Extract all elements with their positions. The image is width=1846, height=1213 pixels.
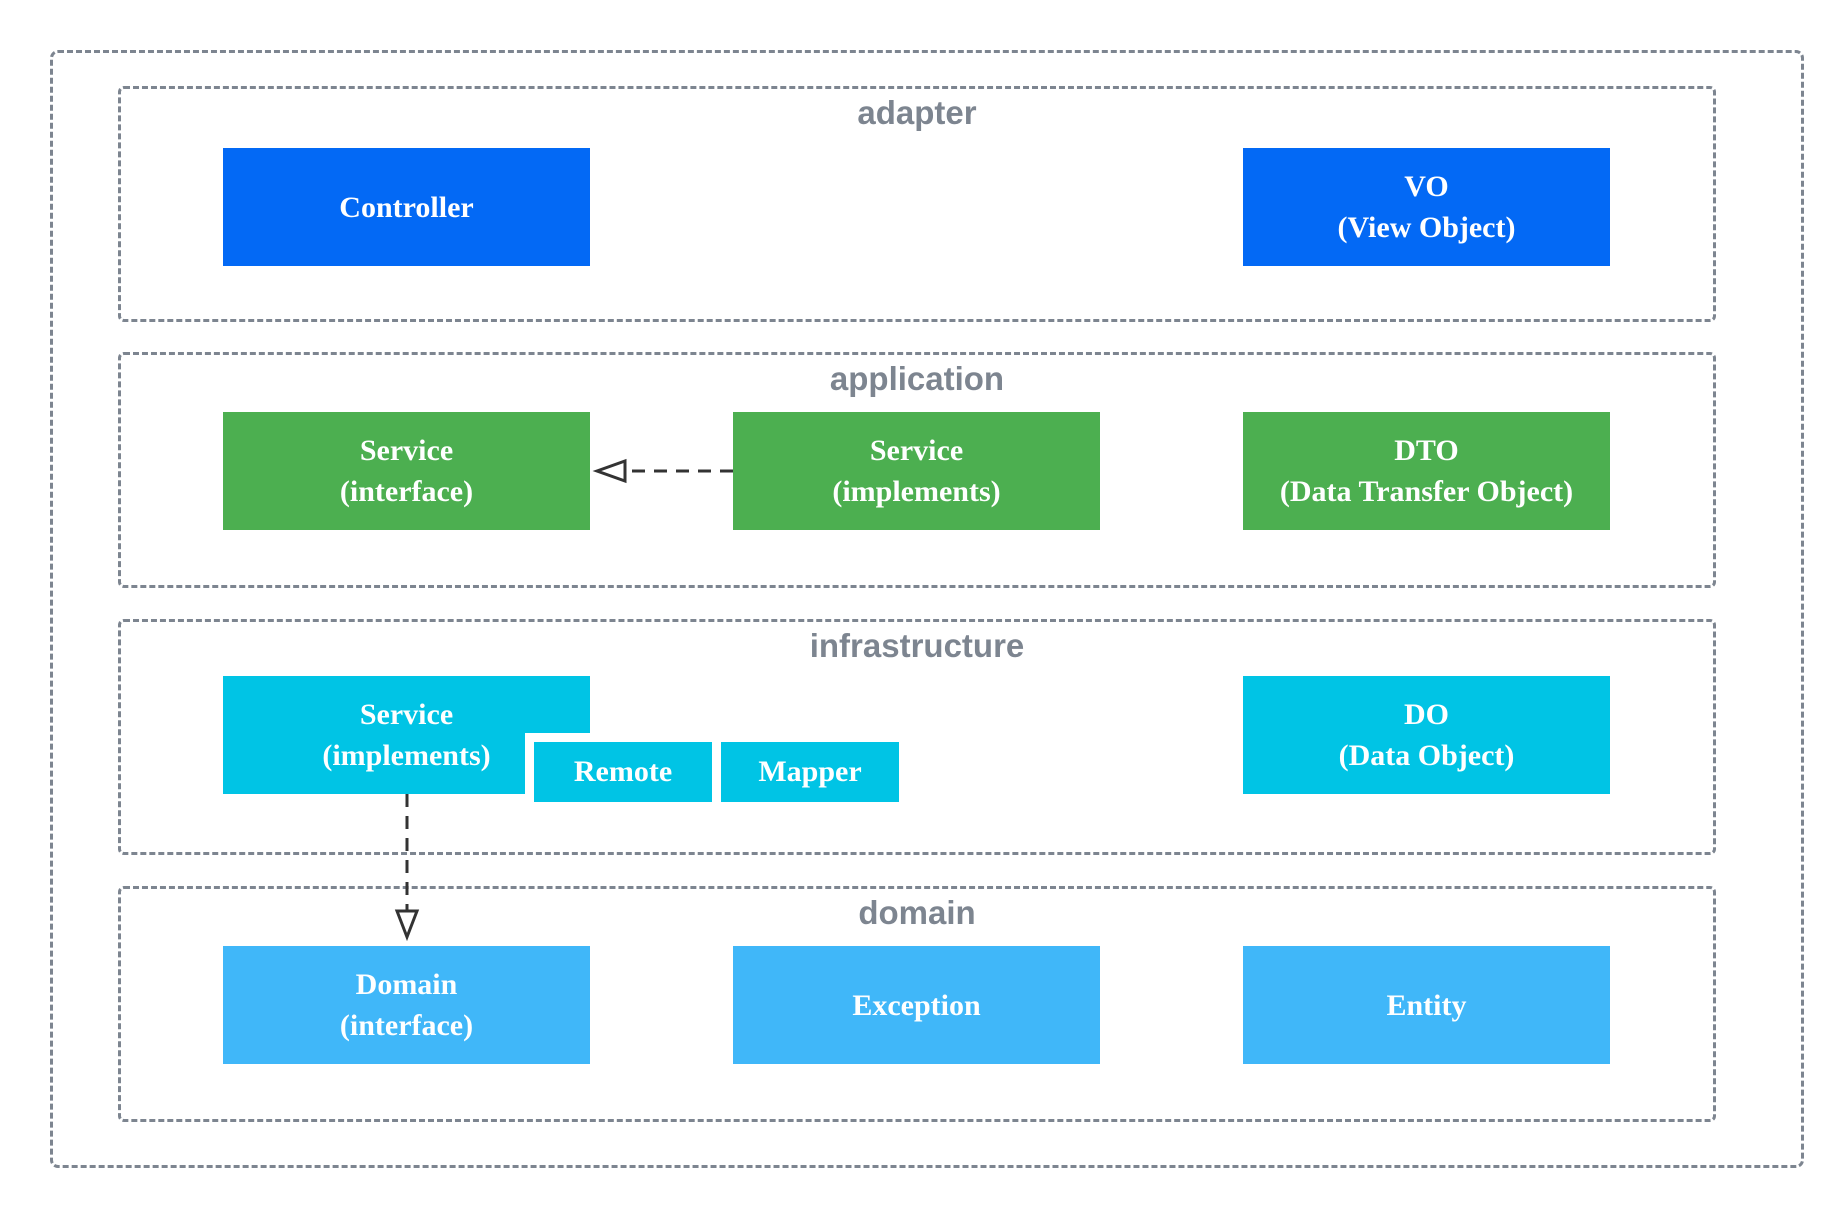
layer-title-domain: domain (858, 894, 976, 931)
layer-infrastructure: infrastructure (118, 619, 1716, 855)
outer-container (50, 50, 1804, 1168)
box-domain-interface: Domain (interface) (223, 946, 590, 1064)
box-service-interface-sublabel: (interface) (339, 475, 474, 508)
box-do-sublabel: (Data Object) (1338, 739, 1515, 772)
layer-application: application (118, 352, 1716, 588)
box-do-label: DO (1404, 698, 1449, 731)
box-service-interface-label: Service (359, 434, 454, 467)
box-service-implements-app-label: Service (869, 434, 964, 467)
box-service-implements-infra-sublabel: (implements) (322, 739, 491, 772)
box-entity: Entity (1243, 946, 1610, 1064)
box-service-implements-infra-label: Service (359, 698, 454, 731)
box-mapper: Mapper (721, 742, 899, 802)
box-remote: Remote (534, 742, 712, 802)
box-mapper-label: Mapper (758, 755, 862, 788)
box-dto: DTO (Data Transfer Object) (1243, 412, 1610, 530)
box-controller-label: Controller (339, 190, 474, 224)
layer-adapter: adapter (118, 86, 1716, 322)
box-service-interface: Service (interface) (223, 412, 590, 530)
box-dto-label: DTO (1394, 434, 1459, 467)
layer-domain: domain (118, 886, 1716, 1122)
box-do: DO (Data Object) (1243, 676, 1610, 794)
box-dto-sublabel: (Data Transfer Object) (1279, 475, 1574, 508)
layer-title-adapter: adapter (857, 94, 977, 131)
box-controller: Controller (223, 148, 590, 266)
layer-title-application: application (829, 360, 1005, 397)
box-domain-interface-label: Domain (355, 968, 458, 1001)
box-exception: Exception (733, 946, 1100, 1064)
layer-title-infrastructure: infrastructure (809, 627, 1025, 664)
box-vo-label: VO (1404, 170, 1449, 203)
box-domain-interface-sublabel: (interface) (339, 1009, 474, 1042)
box-vo-sublabel: (View Object) (1337, 211, 1516, 244)
box-entity-label: Entity (1386, 988, 1467, 1022)
box-service-implements-app-sublabel: (implements) (832, 475, 1001, 508)
box-remote-label: Remote (573, 755, 673, 788)
box-service-implements-app: Service (implements) (733, 412, 1100, 530)
box-vo: VO (View Object) (1243, 148, 1610, 266)
box-exception-label: Exception (852, 988, 981, 1022)
